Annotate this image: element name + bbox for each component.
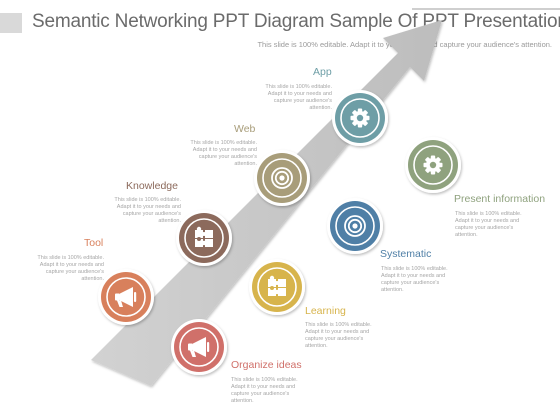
node-app <box>332 90 388 146</box>
label-present-information: Present information <box>454 193 546 205</box>
node-present-information <box>405 137 461 193</box>
desc-tool: This slide is 100% editable. Adapt it to… <box>37 255 104 282</box>
label-organize-ideas: Organize ideas <box>231 359 302 371</box>
desc-systematic: This slide is 100% editable. Adapt it to… <box>381 266 448 293</box>
header-accent-bar <box>0 13 22 33</box>
gear-icon <box>350 108 370 128</box>
desc-web: This slide is 100% editable. Adapt it to… <box>190 140 257 167</box>
node-learning <box>249 259 305 315</box>
desc-present-information: This slide is 100% editable. Adapt it to… <box>455 211 522 238</box>
desc-learning: This slide is 100% editable. Adapt it to… <box>305 322 372 349</box>
desc-knowledge: This slide is 100% editable. Adapt it to… <box>114 197 181 224</box>
label-learning: Learning <box>305 305 346 317</box>
label-knowledge: Knowledge <box>126 180 178 192</box>
node-systematic <box>327 198 383 254</box>
label-app: App <box>313 66 332 78</box>
desc-organize-ideas: This slide is 100% editable. Adapt it to… <box>231 377 298 404</box>
node-knowledge <box>176 210 232 266</box>
target-icon <box>271 167 293 189</box>
node-web <box>254 150 310 206</box>
node-organize-ideas <box>171 319 227 375</box>
target-icon <box>344 215 366 237</box>
desc-app: This slide is 100% editable. Adapt it to… <box>265 84 332 111</box>
node-tool <box>98 269 154 325</box>
header-rule <box>412 8 560 10</box>
label-systematic: Systematic <box>380 248 432 260</box>
gear-icon <box>423 155 443 175</box>
label-web: Web <box>234 123 256 135</box>
label-tool: Tool <box>84 237 104 249</box>
